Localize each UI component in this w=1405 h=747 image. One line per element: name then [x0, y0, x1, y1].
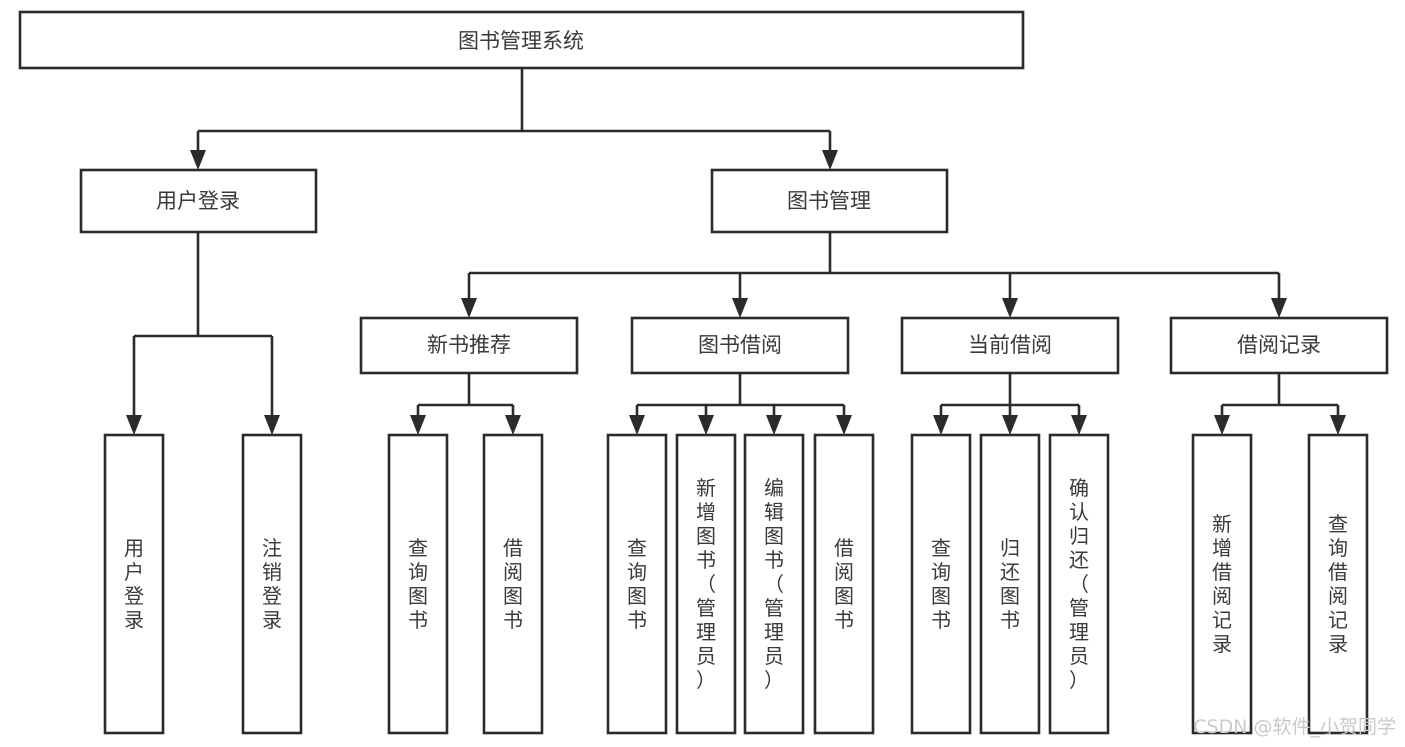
leaf-node-borrow-book-1-label: 借阅图书: [503, 536, 523, 632]
node-root-system[interactable]: 图书管理系统: [18, 10, 1025, 70]
node-user-login-label: 用户登录: [156, 189, 240, 213]
connector-layer: [126, 68, 1346, 435]
arrowhead-leaf-user-login: [126, 415, 142, 435]
leaf-node-borrow-book-2[interactable]: 借阅图书: [813, 433, 875, 735]
leaf-node-query-book-1-label: 查询图书: [408, 536, 428, 632]
leaf-node-query-book-2-box[interactable]: [606, 433, 668, 735]
node-book-borrow[interactable]: 图书借阅: [630, 316, 850, 375]
leaf-node-confirm-return-admin-box[interactable]: [1048, 433, 1110, 735]
node-root-label: 图书管理系统: [458, 29, 584, 53]
arrowhead-new-book-rec: [461, 298, 477, 318]
leaf-node-confirm-return-admin-label: 确认归还（管理员）: [1069, 476, 1089, 692]
arrowhead-book-borrow: [732, 298, 748, 318]
leaf-node-logout[interactable]: 注销登录: [241, 433, 303, 735]
arrowhead-leaf-add-book: [698, 415, 714, 435]
leaf-node-edit-book-admin-box[interactable]: [743, 433, 805, 735]
arrowhead-leaf-borrow-book-2: [836, 415, 852, 435]
node-new-book-recommend[interactable]: 新书推荐: [359, 316, 579, 375]
leaf-node-add-book-admin[interactable]: 新增图书（管理员）: [675, 433, 737, 735]
leaf-node-logout-box[interactable]: [241, 433, 303, 735]
leaf-node-add-book-admin-label: 新增图书（管理员）: [696, 476, 716, 692]
leaf-node-edit-book-admin-label: 编辑图书（管理员）: [764, 476, 784, 692]
leaf-node-add-borrow-record[interactable]: 新增借阅记录: [1191, 433, 1253, 735]
leaf-node-borrow-book-2-box[interactable]: [813, 433, 875, 735]
node-current-borrow-label: 当前借阅: [968, 333, 1052, 357]
leaf-node-confirm-return-admin[interactable]: 确认归还（管理员）: [1048, 433, 1110, 735]
arrowhead-current-borrow: [1002, 298, 1018, 318]
leaf-node-query-book-3[interactable]: 查询图书: [910, 433, 972, 735]
node-book-management[interactable]: 图书管理: [710, 168, 949, 234]
node-borrow-record-box[interactable]: [1169, 316, 1389, 375]
arrowhead-leaf-confirm-return: [1071, 415, 1087, 435]
arrowhead-leaf-query-book-3: [933, 415, 949, 435]
arrowhead-user-login: [190, 150, 206, 170]
arrowhead-leaf-return-book: [1002, 415, 1018, 435]
leaf-node-add-book-admin-box[interactable]: [675, 433, 737, 735]
leaf-node-edit-book-admin[interactable]: 编辑图书（管理员）: [743, 433, 805, 735]
leaf-node-return-book-box[interactable]: [979, 433, 1041, 735]
leaf-node-query-borrow-record-label: 查询借阅记录: [1328, 512, 1348, 656]
leaf-node-return-book[interactable]: 归还图书: [979, 433, 1041, 735]
leaf-node-return-book-label: 归还图书: [1000, 536, 1020, 632]
node-new-book-recommend-label: 新书推荐: [427, 333, 511, 357]
leaf-node-query-book-1-box[interactable]: [387, 433, 449, 735]
arrowhead-leaf-query-record: [1330, 415, 1346, 435]
node-book-management-box[interactable]: [710, 168, 949, 234]
arrowhead-leaf-edit-book: [766, 415, 782, 435]
arrowhead-borrow-record: [1271, 298, 1287, 318]
leaf-node-query-book-3-box[interactable]: [910, 433, 972, 735]
csdn-watermark: CSDN @软件_小贺同学: [1193, 716, 1396, 738]
node-current-borrow[interactable]: 当前借阅: [900, 316, 1120, 375]
node-book-borrow-box[interactable]: [630, 316, 850, 375]
node-current-borrow-box[interactable]: [900, 316, 1120, 375]
leaf-node-query-borrow-record-box[interactable]: [1307, 433, 1369, 735]
leaf-node-borrow-book-2-label: 借阅图书: [834, 536, 854, 632]
leaf-node-user-login-label: 用户登录: [124, 536, 144, 632]
node-user-login-box[interactable]: [79, 168, 318, 234]
arrowhead-book-manage: [822, 150, 838, 170]
leaf-node-query-book-2[interactable]: 查询图书: [606, 433, 668, 735]
arrowhead-leaf-query-book-2: [629, 415, 645, 435]
leaf-node-user-login[interactable]: 用户登录: [103, 433, 165, 735]
node-borrow-record[interactable]: 借阅记录: [1169, 316, 1389, 375]
leaf-node-query-book-1[interactable]: 查询图书: [387, 433, 449, 735]
node-borrow-record-label: 借阅记录: [1237, 333, 1321, 357]
node-book-management-label: 图书管理: [787, 189, 871, 213]
leaf-node-query-book-3-label: 查询图书: [931, 536, 951, 632]
leaf-node-borrow-book-1[interactable]: 借阅图书: [482, 433, 544, 735]
leaf-node-query-borrow-record[interactable]: 查询借阅记录: [1307, 433, 1369, 735]
arrowhead-leaf-query-book-1: [410, 415, 426, 435]
leaf-node-logout-label: 注销登录: [262, 536, 282, 632]
arrowhead-leaf-logout: [264, 415, 280, 435]
node-new-book-recommend-box[interactable]: [359, 316, 579, 375]
leaf-node-add-borrow-record-label: 新增借阅记录: [1212, 512, 1232, 656]
leaf-node-add-borrow-record-box[interactable]: [1191, 433, 1253, 735]
node-root-box[interactable]: [18, 10, 1025, 70]
leaf-node-query-book-2-label: 查询图书: [627, 536, 647, 632]
node-user-login[interactable]: 用户登录: [79, 168, 318, 234]
leaf-node-borrow-book-1-box[interactable]: [482, 433, 544, 735]
node-book-borrow-label: 图书借阅: [698, 333, 782, 357]
arrowhead-leaf-borrow-book-1: [505, 415, 521, 435]
arrowhead-leaf-add-record: [1214, 415, 1230, 435]
leaf-node-user-login-box[interactable]: [103, 433, 165, 735]
